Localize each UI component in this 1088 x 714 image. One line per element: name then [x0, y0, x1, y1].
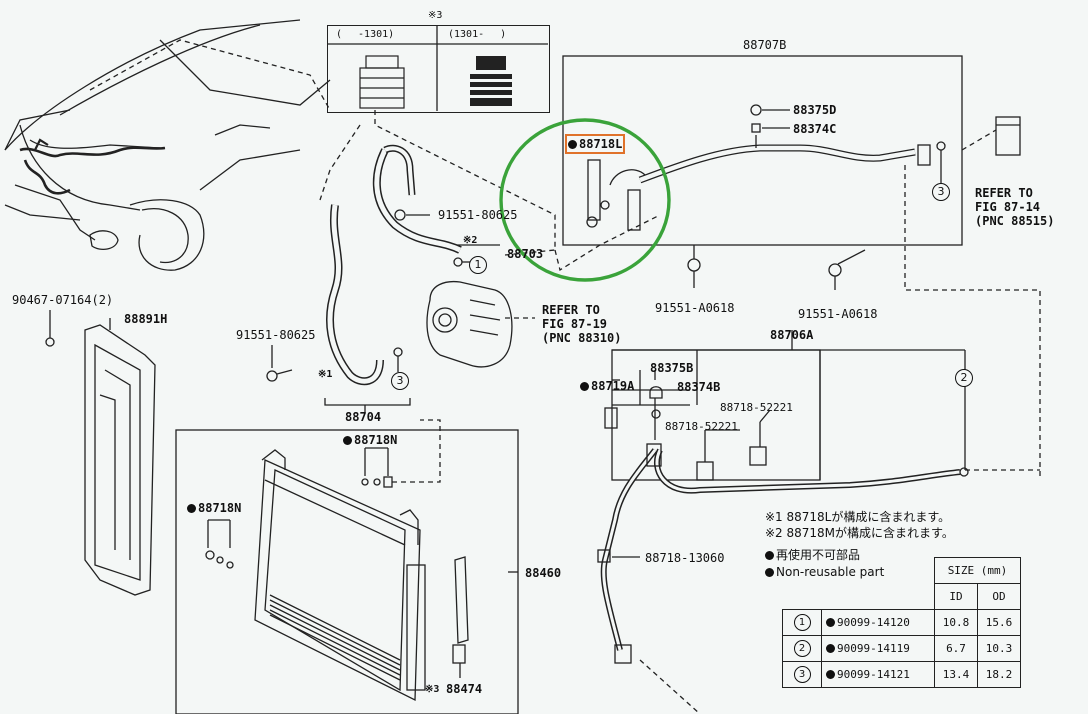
row-part-number[interactable]: 90099-14119: [826, 642, 910, 655]
label-88718-52221-a[interactable]: 88718-52221: [720, 401, 793, 414]
highlight-ellipse: [499, 118, 671, 282]
shroud-illustration: [84, 324, 156, 596]
row-od: 18.2: [977, 661, 1021, 688]
label-88719a[interactable]: 88719A: [580, 379, 634, 393]
circle-marker-1-top: 1: [469, 256, 487, 274]
label-91551-a0618-1[interactable]: 91551-A0618: [655, 301, 735, 315]
row-id: 13.4: [934, 661, 978, 688]
refer-fig-87-19-line3[interactable]: (PNC 88310): [542, 331, 622, 345]
condenser-illustration: [254, 449, 426, 702]
table-row: 2 90099-14119 6.7 10.3: [782, 635, 1021, 662]
note-1: ※1 88718Lが構成に含まれます。: [765, 510, 951, 524]
mark1-label: ※1: [318, 369, 333, 380]
row-symbol: 2: [793, 640, 811, 657]
inset-col1-label: ( -1301): [336, 29, 395, 40]
label-91551-80625-top[interactable]: 91551-80625: [438, 208, 518, 222]
label-88374b[interactable]: 88374B: [677, 380, 721, 394]
refer-fig-87-19-line2[interactable]: FIG 87-19: [542, 317, 608, 331]
label-88718n-top[interactable]: 88718N: [343, 433, 397, 447]
row-id: 6.7: [934, 635, 978, 662]
circle-marker-3-top: 3: [932, 183, 950, 201]
row-od: 10.3: [977, 635, 1021, 662]
circle-marker-2-right: 2: [955, 369, 973, 387]
label-88703[interactable]: 88703: [507, 247, 544, 261]
refer-fig-87-14-line1[interactable]: REFER TO: [975, 186, 1033, 200]
inset-parts-drawing: [359, 55, 512, 109]
row-part-number[interactable]: 90099-14120: [826, 616, 910, 629]
car-illustration: [4, 19, 331, 271]
table-row: 1 90099-14120 10.8 15.6: [782, 609, 1021, 636]
refer-fig-87-14-line3[interactable]: (PNC 88515): [975, 214, 1055, 228]
label-88460[interactable]: 88460: [525, 566, 562, 580]
row-symbol: 3: [793, 666, 811, 683]
label-88718l[interactable]: 88718L: [564, 134, 626, 154]
inset-col2-label: (1301- ): [448, 29, 507, 40]
col-id-header: ID: [934, 583, 978, 610]
compressor-illustration: [426, 280, 513, 368]
label-88706a[interactable]: 88706A: [770, 328, 814, 342]
note-2: ※2 88718Mが構成に含まれます。: [765, 526, 954, 540]
size-header: SIZE (mm): [934, 557, 1021, 584]
label-88891h[interactable]: 88891H: [124, 312, 168, 326]
mark3-top: ※3: [428, 10, 443, 21]
label-91551-a0618-2[interactable]: 91551-A0618: [798, 307, 878, 321]
row-symbol: 1: [793, 614, 811, 631]
label-88704[interactable]: 88704: [345, 410, 382, 424]
label-88474[interactable]: 88474: [446, 682, 483, 696]
label-88374c[interactable]: 88374C: [793, 122, 837, 136]
legend-jp: 再使用不可部品: [765, 548, 860, 562]
mark2-label: ※2: [463, 235, 478, 246]
label-88718-52221-b[interactable]: 88718-52221: [665, 420, 738, 433]
label-88718n-left[interactable]: 88718N: [187, 501, 241, 515]
row-id: 10.8: [934, 609, 978, 636]
label-88375b[interactable]: 88375B: [650, 361, 694, 375]
refer-fig-87-19-line1[interactable]: REFER TO: [542, 303, 600, 317]
refer-fig-87-14-line2[interactable]: FIG 87-14: [975, 200, 1041, 214]
mark3-label: ※3: [425, 684, 440, 695]
label-88707b[interactable]: 88707B: [743, 38, 787, 52]
label-88718-13060[interactable]: 88718-13060: [645, 551, 725, 565]
inset-box: ( -1301) (1301- ): [327, 25, 550, 113]
circle-marker-3-left: 3: [391, 372, 409, 390]
legend-en: Non-reusable part: [765, 565, 884, 579]
row-part-number[interactable]: 90099-14121: [826, 668, 910, 681]
col-od-header: OD: [977, 583, 1021, 610]
size-table: SIZE (mm) ID OD 1 90099-14120 10.8 15.6 …: [782, 557, 1021, 688]
row-od: 15.6: [977, 609, 1021, 636]
label-91551-80625-left[interactable]: 91551-80625: [236, 328, 316, 342]
table-row: 3 90099-14121 13.4 18.2: [782, 661, 1021, 688]
label-88375d[interactable]: 88375D: [793, 103, 837, 117]
label-90467-07164[interactable]: 90467-07164(2): [12, 293, 114, 307]
